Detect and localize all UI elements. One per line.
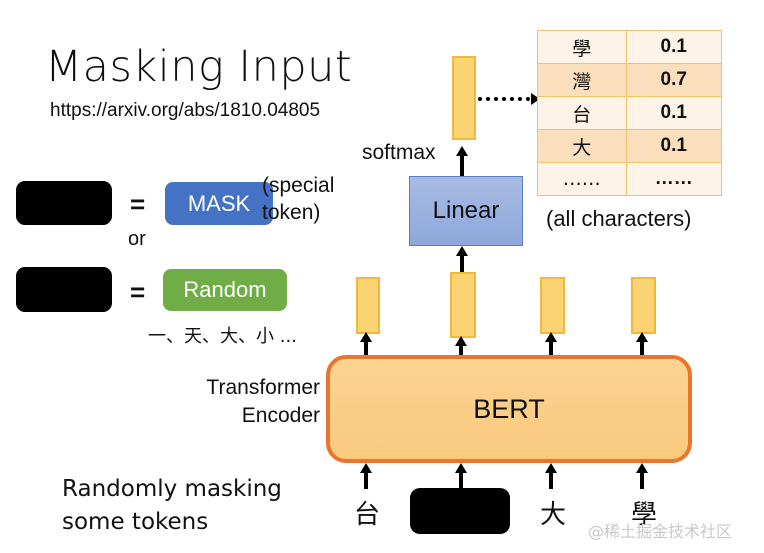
- softmax-label: softmax: [362, 141, 436, 164]
- table-cell-character: 灣: [537, 63, 627, 97]
- output-embedding-bar-4: [631, 277, 656, 334]
- arrow-head-up-icon: [455, 336, 467, 346]
- arrow-token-to-bert-4: [635, 463, 649, 489]
- table-cell-probability: 0.7: [625, 63, 723, 97]
- table-row: 台 0.1: [537, 96, 723, 130]
- page-title: Masking Input: [45, 42, 353, 92]
- table-cell-probability: 0.1: [625, 96, 723, 130]
- equals-sign-1: =: [130, 189, 146, 219]
- arrow-head-up-icon: [360, 463, 372, 473]
- random-examples-text: 一、天、大、小 ...: [148, 326, 297, 347]
- arrow-head-up-icon: [456, 246, 468, 256]
- special-token-note: (special token): [262, 174, 335, 224]
- random-token-text: Random: [183, 277, 267, 302]
- table-cell-character: 大: [537, 129, 627, 163]
- transformer-encoder-caption: Transformer Encoder: [206, 376, 320, 427]
- input-token-3: 大: [539, 500, 566, 530]
- arrow-shaft: [549, 472, 553, 489]
- mask-token-label: MASK: [165, 182, 273, 225]
- output-embedding-bar-1: [356, 277, 380, 334]
- arrow-bert-to-embedding-2: [454, 336, 468, 356]
- random-token-label: Random: [163, 269, 287, 311]
- linear-layer-label: Linear: [432, 197, 500, 224]
- probability-table-body: 學 0.1 灣 0.7 台 0.1 大 0.1 …… ……: [537, 30, 723, 196]
- arrow-shaft: [364, 341, 368, 356]
- arrow-shaft: [460, 255, 464, 274]
- arrow-shaft: [459, 472, 463, 489]
- output-embedding-bar-3: [540, 277, 565, 334]
- input-token-2-masked: [410, 488, 510, 534]
- arrow-shaft: [640, 472, 644, 489]
- arrow-linear-to-softmax: [455, 146, 469, 176]
- table-row: 灣 0.7: [537, 63, 723, 97]
- arrow-head-right-icon: [531, 93, 540, 105]
- arrow-token-to-bert-1: [359, 463, 373, 489]
- table-row: 學 0.1: [537, 30, 723, 64]
- arrow-bert-to-embedding-3: [544, 332, 558, 356]
- table-cell-character: ……: [537, 162, 627, 196]
- arrow-head-up-icon: [636, 463, 648, 473]
- arrow-shaft: [640, 341, 644, 356]
- table-row: 大 0.1: [537, 129, 723, 163]
- or-label: or: [128, 228, 146, 250]
- table-cell-probability: 0.1: [625, 30, 723, 64]
- all-characters-caption: (all characters): [546, 206, 692, 231]
- watermark-text: @稀土掘金技术社区: [588, 522, 733, 541]
- bert-label: BERT: [473, 393, 545, 424]
- dotted-arrow-to-table: [478, 93, 540, 105]
- paper-url[interactable]: https://arxiv.org/abs/1810.04805: [50, 100, 321, 121]
- table-cell-character: 學: [537, 30, 627, 64]
- arrow-bert-to-embedding-4: [635, 332, 649, 356]
- arrow-head-up-icon: [636, 332, 648, 342]
- bert-encoder-box: BERT: [326, 355, 692, 463]
- probability-table: 學 0.1 灣 0.7 台 0.1 大 0.1 …… ……: [537, 30, 723, 196]
- arrow-shaft: [549, 341, 553, 356]
- table-row: …… ……: [537, 162, 723, 196]
- arrow-shaft: [364, 472, 368, 489]
- dotted-line: [478, 97, 530, 101]
- table-cell-character: 台: [537, 96, 627, 130]
- output-embedding-bar-2: [450, 272, 476, 338]
- arrow-token-to-bert-3: [544, 463, 558, 489]
- table-cell-probability: 0.1: [625, 129, 723, 163]
- arrow-shaft: [459, 345, 463, 356]
- arrow-token-to-bert-2: [454, 463, 468, 489]
- arrow-head-up-icon: [545, 463, 557, 473]
- equals-sign-2: =: [130, 277, 146, 307]
- table-cell-probability: ……: [625, 162, 723, 196]
- arrow-head-up-icon: [456, 146, 468, 156]
- output-distribution-bar: [452, 56, 476, 140]
- input-token-4: 學: [630, 500, 657, 530]
- linear-layer-box: Linear: [409, 176, 523, 246]
- randomly-masking-caption: Randomly masking some tokens: [62, 476, 282, 535]
- arrow-bert-to-embedding-1: [359, 332, 373, 356]
- arrow-head-up-icon: [455, 463, 467, 473]
- arrow-head-up-icon: [360, 332, 372, 342]
- mask-token-text: MASK: [187, 190, 251, 216]
- black-mask-box-2: [16, 267, 112, 312]
- arrow-embedding-to-linear: [455, 246, 469, 274]
- arrow-head-up-icon: [545, 332, 557, 342]
- black-mask-box-1: [16, 181, 112, 225]
- arrow-shaft: [460, 155, 464, 176]
- input-token-1: 台: [353, 500, 380, 530]
